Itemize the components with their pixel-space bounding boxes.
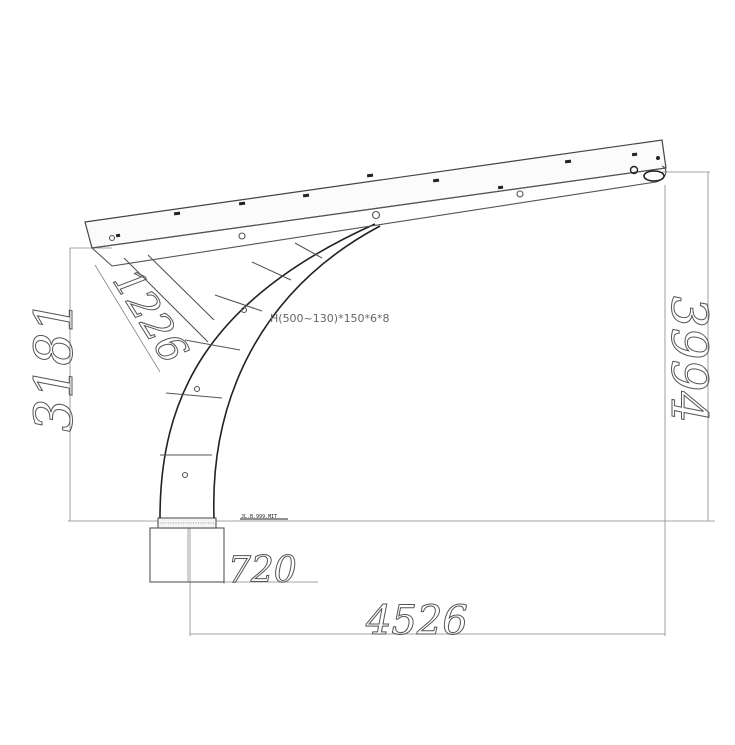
purlin-bolts (115, 152, 638, 238)
diagonal-brace (123, 254, 215, 343)
column-outer-edge (159, 223, 376, 519)
brace-lower-edge (147, 254, 215, 321)
beam-bottom-edge (111, 181, 657, 267)
curved-column (159, 223, 381, 519)
overall-width-label: 4526 (365, 598, 468, 644)
column-inner-edge (213, 225, 381, 519)
left-height-label: 3181 (25, 300, 85, 432)
beam-end-cap (643, 170, 665, 182)
dimension-lines (68, 171, 715, 636)
foundation (149, 517, 225, 583)
base-note-label: JL.B.999.MIT (241, 514, 277, 520)
roof-beam (84, 139, 667, 267)
brace-upper-edge (123, 257, 209, 343)
section-spec-label: H(500~130)*150*6*8 (270, 312, 390, 325)
base-width-label: 720 (228, 550, 297, 591)
right-height-label: 3994 (660, 296, 718, 423)
base-plate (157, 517, 217, 529)
brace-dim-line (94, 264, 161, 373)
foundation-block (149, 527, 225, 583)
